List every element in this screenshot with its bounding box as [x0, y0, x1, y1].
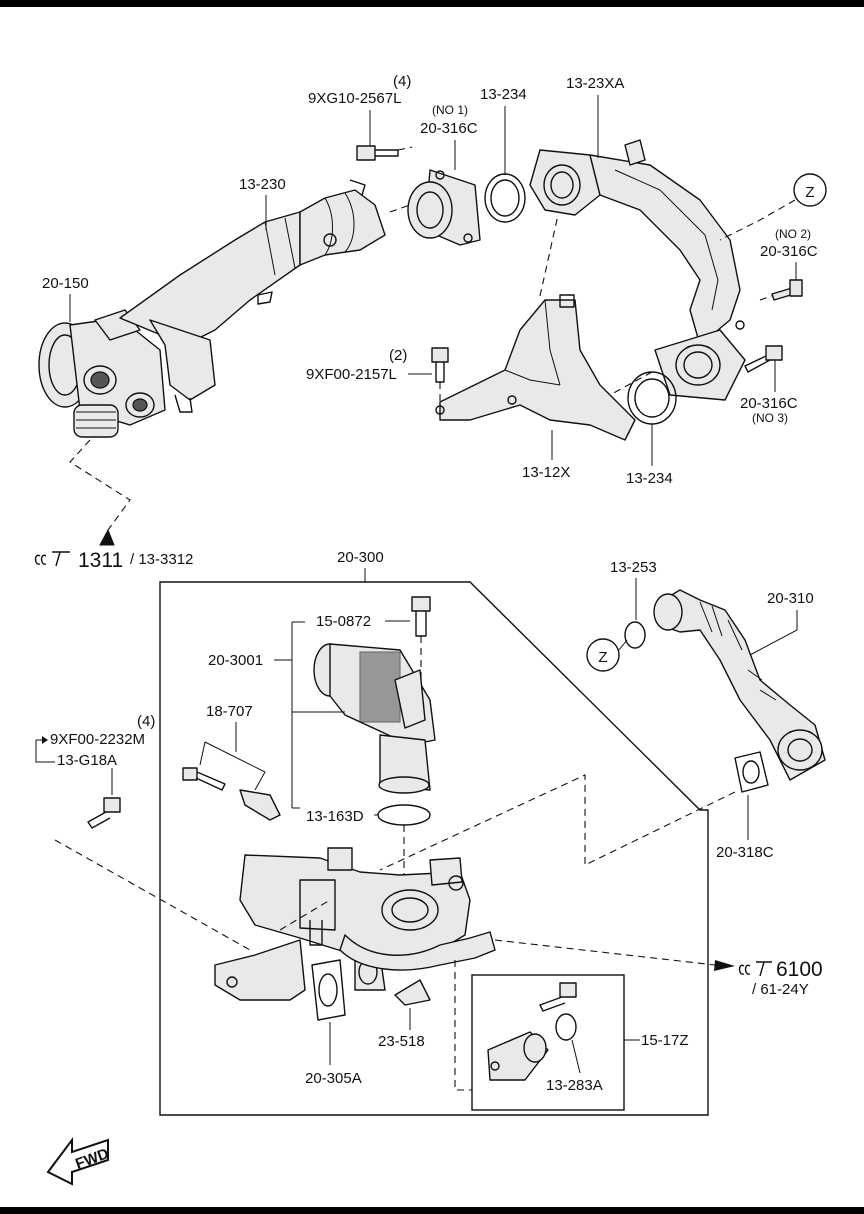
label-bracket-13-g18a: 13-G18A: [57, 752, 117, 769]
label-qty-9xf00-2157l: (2): [389, 347, 407, 364]
oring-13-283a: [555, 1013, 577, 1041]
label-hose-13-230: 13-230: [239, 176, 286, 193]
dash-z-top: [719, 199, 796, 241]
label-gasket-20-318c: 20-318C: [716, 844, 774, 861]
oring-13-163d: [377, 804, 431, 826]
svg-text:1311: 1311: [78, 549, 123, 572]
dash-gasket-20-318c: [379, 774, 736, 871]
svg-text:/ 61-24Y: / 61-24Y: [752, 981, 809, 998]
dash-to-ref-1311: [69, 439, 131, 531]
bracket-18-707: [182, 767, 281, 821]
gasket-20-318c: [734, 751, 769, 793]
label-actuator-20-3001: 20-3001: [208, 652, 263, 669]
intake-hose-13-230: [119, 179, 386, 413]
egr-pipe-13-23xa: [529, 139, 746, 401]
bottom-border: [0, 1207, 864, 1214]
z-marker-top: Z: [793, 173, 827, 207]
label-bolt-9xg10-2567l: 9XG10-2567L: [308, 90, 401, 107]
label-bolt-9xf00-2232m: 9XF00-2232M: [50, 731, 145, 748]
reference-1311: 1311 / 13-3312: [34, 549, 193, 572]
bolt-9xf00-2157l: [431, 347, 449, 405]
bolt-20-316c-no3: [744, 345, 783, 373]
label-bracket-18-707: 18-707: [206, 703, 253, 720]
sensor-15-17z: [487, 982, 577, 1081]
svg-text:/ 13-3312: / 13-3312: [130, 551, 193, 568]
adapter-20-316c-no1: [407, 169, 481, 246]
svg-text:Z: Z: [598, 649, 607, 666]
svg-text:6100: 6100: [776, 958, 823, 981]
dash-sensor-box: [454, 960, 472, 1091]
label-pipe-20-310: 20-310: [767, 590, 814, 607]
label-egr-pipe-13-23xa: 13-23XA: [566, 75, 624, 92]
dash-to-ref-6100: [494, 939, 716, 966]
label-sensor-15-17z: 15-17Z: [641, 1032, 689, 1049]
arrow-ref-1311: [99, 528, 115, 546]
label-bolt-15-0872: 15-0872: [316, 613, 371, 630]
dash-ring-bracket: [609, 371, 653, 396]
z-marker-bottom: Z: [586, 638, 620, 672]
label-gasket-20-316c-right: 20-316C: [760, 243, 818, 260]
svg-text:Z: Z: [805, 184, 814, 201]
label-tube-23-518: 23-518: [378, 1033, 425, 1050]
dash-13-g18a: [54, 839, 251, 951]
dash-hose-adapter: [389, 204, 411, 213]
fwd-arrow-icon: FWD: [46, 1137, 111, 1186]
gasket-20-305a: [311, 959, 346, 1021]
assembly-frame-20-300: [159, 581, 709, 1116]
label-no2: (NO 2): [775, 227, 811, 241]
egr-valve-body: [214, 847, 496, 1006]
label-gasket-20-305a: 20-305A: [305, 1070, 362, 1087]
label-valve-20-150: 20-150: [42, 275, 89, 292]
bracket-13-12x: [435, 294, 636, 441]
label-gasket-20-316c-lower: 20-316C: [740, 395, 798, 412]
throttle-valve-20-150: [38, 309, 166, 438]
label-bracket-13-12x: 13-12X: [522, 464, 570, 481]
arrow-ref-6100: [714, 960, 735, 971]
ring-13-234-top: [484, 173, 526, 223]
label-no1: (NO 1): [432, 103, 468, 117]
sensor-box-15-17z: [471, 974, 625, 1111]
bolt-9xf00-2232m: [87, 797, 121, 829]
label-qty-9xf00-2232m: (4): [137, 713, 155, 730]
dash-bracket-pipe: [539, 214, 559, 297]
actuator-20-3001: [313, 643, 436, 794]
label-oring-13-283a: 13-283A: [546, 1077, 603, 1094]
pipe-20-310: [653, 589, 826, 781]
ring-13-253: [624, 621, 646, 649]
dash-bracket-body: [279, 899, 331, 931]
label-adapter-20-316c: 20-316C: [420, 120, 478, 137]
bolt-9xg10-2567l: [356, 145, 413, 161]
reference-6100: 6100 / 61-24Y: [738, 958, 823, 998]
label-assy-20-300: 20-300: [337, 549, 384, 566]
label-ring-13-234-top: 13-234: [480, 86, 527, 103]
top-border: [0, 0, 864, 7]
ring-13-234-bottom: [627, 371, 677, 425]
label-ring-13-234-bottom: 13-234: [626, 470, 673, 487]
label-bolt-9xf00-2157l: 9XF00-2157L: [306, 366, 397, 383]
bolt-20-316c-no2: [759, 279, 803, 301]
label-ring-13-253: 13-253: [610, 559, 657, 576]
label-no3: (NO 3): [752, 411, 788, 425]
label-oring-13-163d: 13-163D: [306, 808, 364, 825]
label-qty-9xg10: (4): [393, 73, 411, 90]
